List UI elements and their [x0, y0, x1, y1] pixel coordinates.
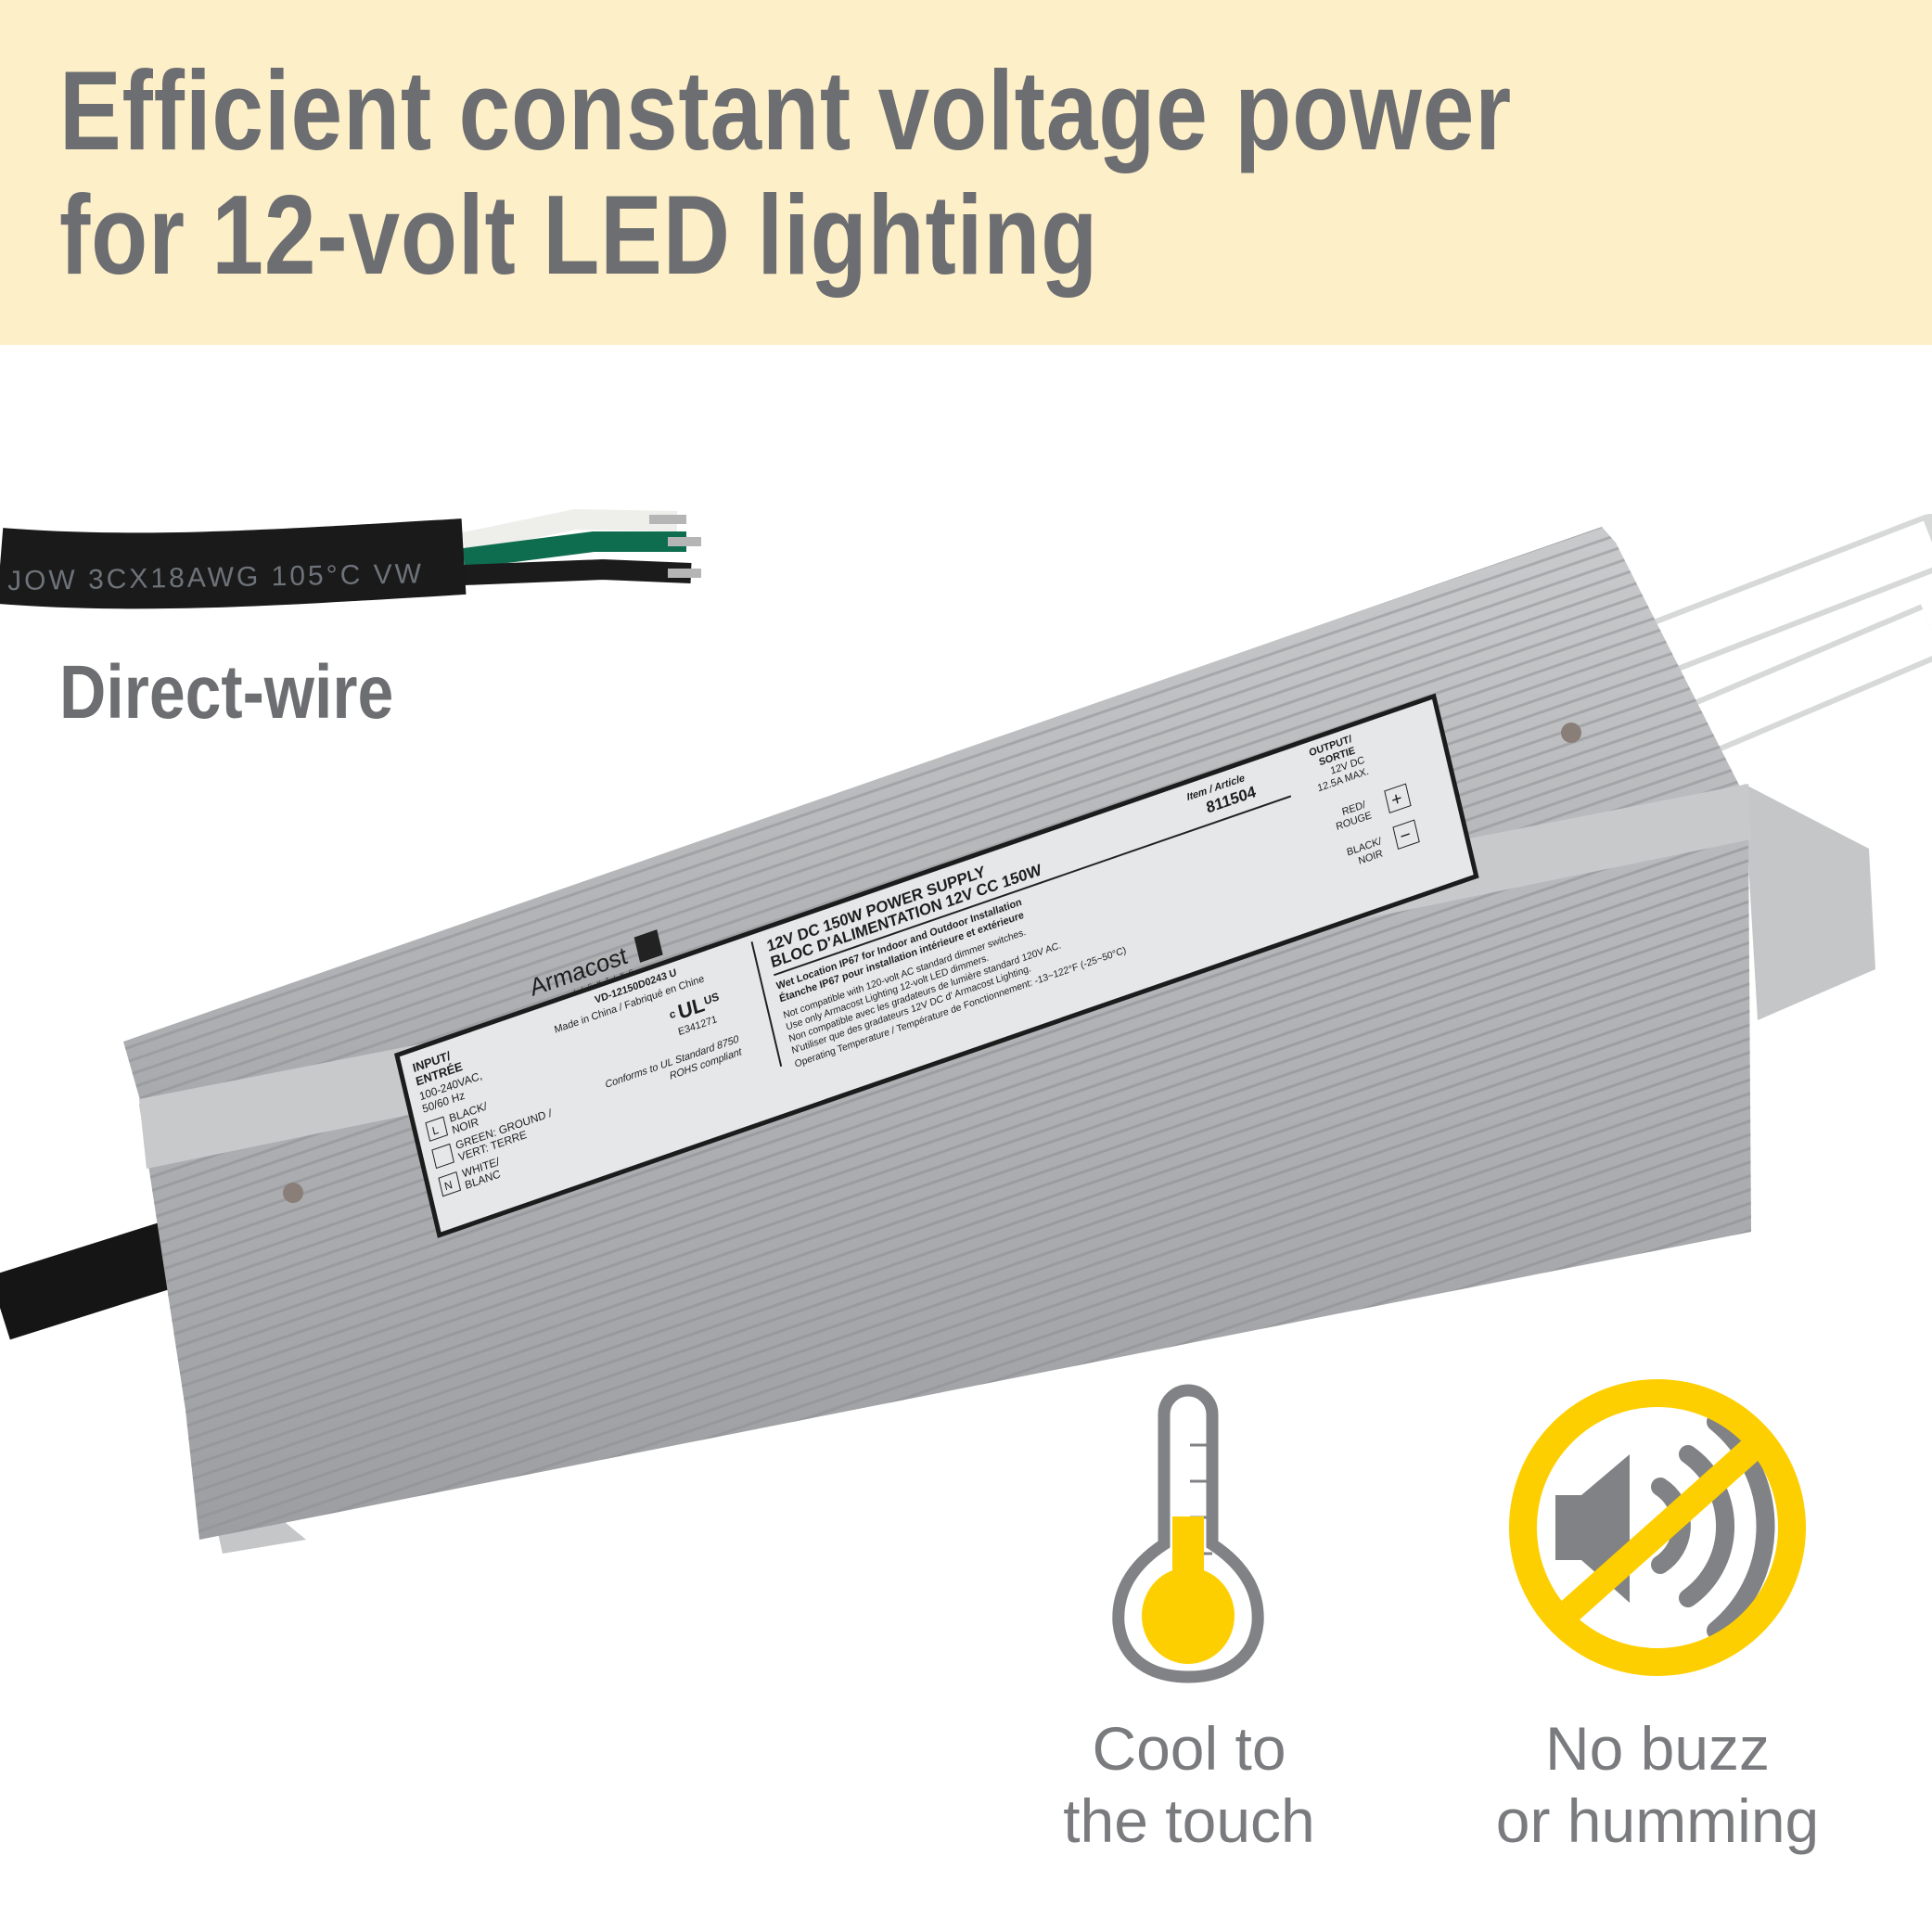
neutral-symbol: N: [443, 1178, 454, 1193]
title-line-2: for 12-volt LED lighting: [59, 172, 1099, 298]
feature-no-buzz: No buzz or humming: [1416, 1712, 1899, 1857]
svg-text:c: c: [668, 1006, 677, 1021]
line-symbol: L: [431, 1123, 441, 1138]
green-wire: [462, 531, 686, 569]
black-wire: [463, 558, 692, 585]
mounting-flange-right: [1744, 784, 1875, 1020]
screw-right: [1561, 723, 1581, 743]
screw-left: [283, 1183, 303, 1203]
input-cable: JOW 3CX18AWG 105°C VW: [0, 508, 701, 609]
ground-icon: [431, 1143, 454, 1170]
plus-icon: +: [1389, 787, 1404, 811]
header-banner: [0, 0, 1932, 345]
no-sound-icon: [1509, 1379, 1806, 1676]
feature-line-1: Cool to: [1092, 1714, 1286, 1783]
white-wire: [461, 508, 678, 553]
feature-line-2: or humming: [1495, 1786, 1820, 1855]
feature-line-2: the touch: [1063, 1786, 1315, 1855]
output-cables: [1604, 514, 1932, 769]
cable-print: JOW 3CX18AWG 105°C VW: [7, 558, 424, 596]
minus-icon: −: [1398, 824, 1413, 847]
feature-line-1: No buzz: [1544, 1714, 1771, 1783]
page-title: Efficient constant voltage power for 12-…: [59, 48, 1512, 297]
cable-jacket: [0, 518, 467, 609]
direct-wire-label: Direct-wire: [59, 650, 394, 735]
svg-text:US: US: [703, 990, 721, 1007]
product-label: INPUT/ ENTRÉE 100-240VAC, 50/60 Hz L BLA…: [394, 693, 1479, 1238]
title-line-1: Efficient constant voltage power: [59, 47, 1512, 173]
thermometer-icon: [1112, 1384, 1264, 1683]
input-cable-end: [0, 1220, 186, 1340]
feature-cool-to-touch: Cool to the touch: [948, 1712, 1430, 1857]
